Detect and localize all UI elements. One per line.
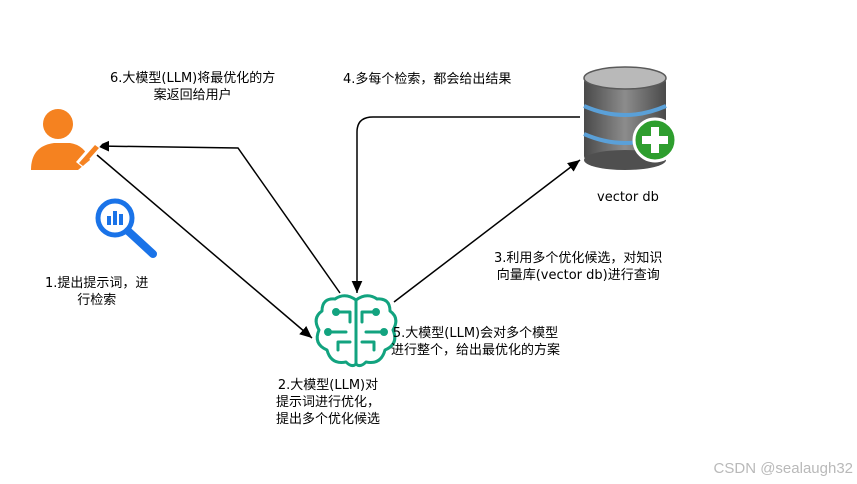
vector-db-label: vector db	[597, 190, 659, 205]
arrow-llm-to-user	[96, 140, 341, 294]
arrow-vectordb-to-llm	[351, 116, 580, 293]
watermark: CSDN @sealaugh32	[713, 460, 853, 477]
database-icon	[583, 66, 667, 170]
user-icon	[31, 109, 102, 170]
llm-brain-icon	[314, 294, 398, 368]
step2-label: 2.大模型(LLM)对 提示词进行优化， 提出多个优化候选	[276, 378, 381, 427]
step1-label: 1.提出提示词，进 行检索	[45, 276, 149, 308]
arrow-user-to-llm	[96, 154, 313, 339]
add-plus-icon	[632, 117, 678, 163]
step4-label: 4.多每个检索，都会给出结果	[343, 72, 512, 87]
search-analytics-icon	[95, 198, 157, 258]
step3-label: 3.利用多个优化候选，对知识 向量库(vector db)进行查询	[494, 251, 663, 283]
step5-label: 5.大模型(LLM)会对多个模型 进行整个，给出最优化的方案	[391, 326, 561, 358]
step6-label: 6.大模型(LLM)将最优化的方 案返回给用户	[110, 71, 276, 103]
arrow-llm-to-vectordb	[393, 159, 581, 303]
